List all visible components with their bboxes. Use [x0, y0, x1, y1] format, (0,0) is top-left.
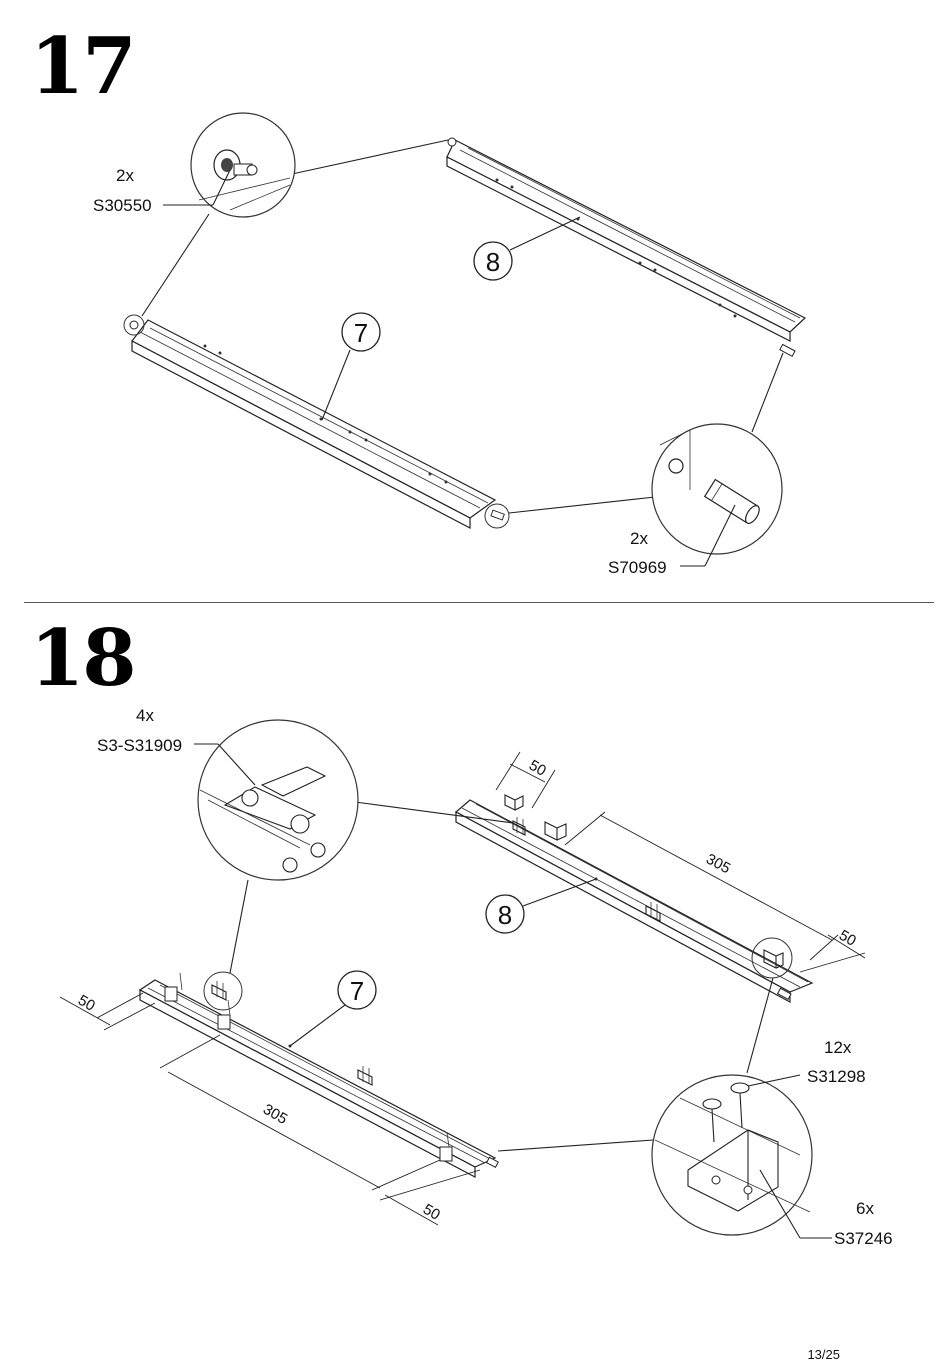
board-7-step17 — [123, 314, 510, 529]
part-callout-8-step17: 8 — [473, 216, 581, 281]
step-18-number: 18 — [30, 613, 137, 704]
hardware-code-s3-s31909: S3-S31909 — [97, 736, 183, 755]
hardware-code-s31298: S31298 — [807, 1067, 866, 1086]
hardware-qty-s3-s31909: 4x — [136, 706, 154, 725]
dim-50-top-board7: 50 — [75, 992, 98, 1015]
hardware-code-s70969: S70969 — [608, 558, 667, 577]
step-divider — [24, 602, 934, 603]
part-callout-7-step17: 7 — [321, 312, 381, 421]
hardware-qty-s30550: 2x — [116, 166, 134, 185]
dim-50-end-board7: 50 — [420, 1201, 443, 1224]
hardware-code-s30550: S30550 — [93, 196, 152, 215]
detail-circle-s31298-s37246 — [651, 1074, 832, 1239]
detail-circle-s3-s31909 — [194, 719, 359, 881]
dim-50-top-board8: 50 — [526, 757, 549, 780]
hardware-qty-s31298: 12x — [824, 1038, 852, 1057]
detail-circle-s70969 — [651, 423, 783, 567]
part-callout-8-step18: 8 — [485, 878, 597, 934]
detail-circle-s30550 — [163, 112, 296, 218]
dim-305-board7: 305 — [260, 1101, 290, 1128]
dimensions-board-7: 50 305 50 — [59, 992, 481, 1226]
part-callout-7-step18: 7 — [289, 970, 377, 1047]
hardware-qty-s70969: 2x — [630, 529, 648, 548]
step-17-number: 17 — [30, 21, 137, 112]
dim-50-end-board8: 50 — [836, 927, 859, 950]
hardware-qty-s37246: 6x — [856, 1199, 874, 1218]
board-8-step18 — [454, 794, 814, 1004]
part-label-8-step17: 8 — [486, 247, 500, 277]
hardware-code-s37246: S37246 — [834, 1229, 893, 1248]
board-7-step18 — [138, 971, 499, 1178]
part-label-7-step17: 7 — [354, 318, 368, 348]
part-label-8-step18: 8 — [498, 900, 512, 930]
board-8-step17 — [446, 137, 807, 357]
page-number: 13/25 — [807, 1347, 840, 1362]
part-label-7-step18: 7 — [350, 976, 364, 1006]
